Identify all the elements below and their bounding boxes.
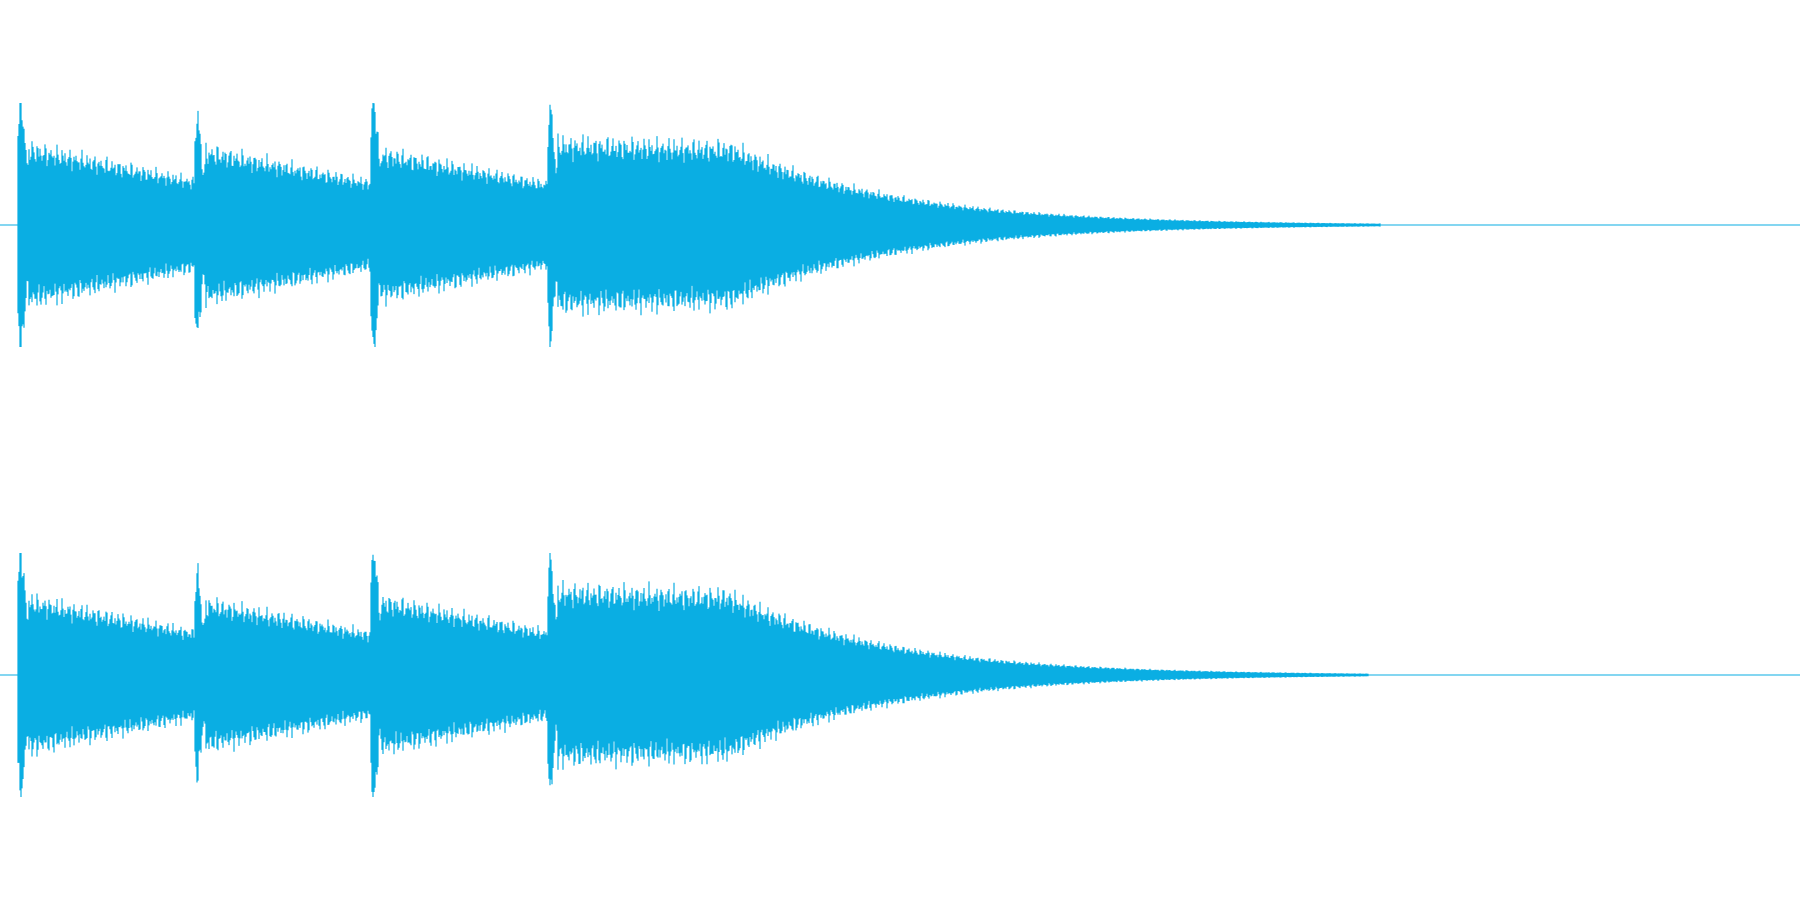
waveform-body bbox=[17, 553, 1369, 797]
right-channel-waveform[interactable] bbox=[0, 553, 1800, 797]
waveform-body bbox=[17, 103, 1381, 347]
left-channel-waveform[interactable] bbox=[0, 103, 1800, 347]
